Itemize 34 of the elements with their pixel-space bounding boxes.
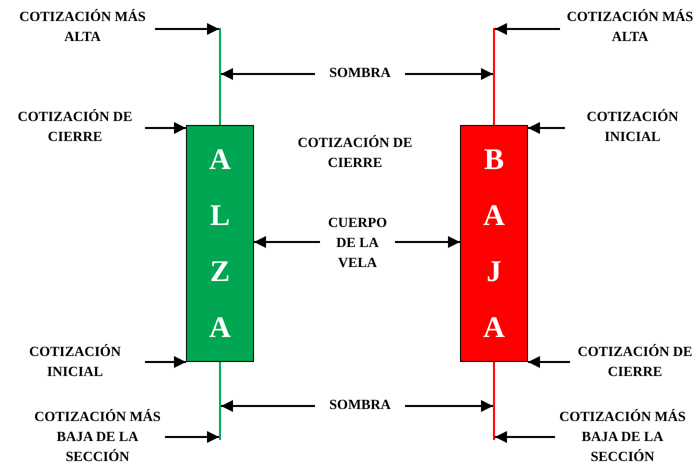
candle-body <box>460 125 528 362</box>
price-label: COTIZACIÓN MÁS BAJA DE LA SECCIÓN <box>555 408 690 466</box>
arrow <box>395 236 460 248</box>
price-label: COTIZACIÓN INICIAL <box>5 343 145 383</box>
arrow <box>145 122 186 134</box>
candle-wick <box>493 28 495 125</box>
price-label: COTIZACIÓN MÁS ALTA <box>560 8 700 50</box>
candle-wick <box>219 28 221 125</box>
arrow <box>254 236 320 248</box>
price-label: COTIZACIÓN INICIAL <box>565 108 700 148</box>
arrow <box>165 431 219 443</box>
candle-body <box>186 125 254 362</box>
arrow <box>495 23 560 35</box>
arrow <box>528 356 570 368</box>
arrow <box>221 68 315 80</box>
arrow <box>145 356 186 368</box>
arrow <box>405 400 493 412</box>
body-label: CUERPO DE LA VELA <box>320 214 395 276</box>
arrow <box>221 400 315 412</box>
price-label: COTIZACIÓN DE CIERRE <box>5 108 145 148</box>
candle-wick <box>493 362 495 440</box>
price-label: COTIZACIÓN DE CIERRE <box>570 343 700 383</box>
arrow <box>495 431 555 443</box>
arrow <box>405 68 493 80</box>
price-label: COTIZACIÓN MÁS ALTA <box>10 8 155 50</box>
candle-letters: ALZA <box>208 142 232 346</box>
shadow-label: SOMBRA <box>315 64 405 84</box>
shadow-label: SOMBRA <box>315 396 405 416</box>
candle-wick <box>219 362 221 440</box>
candle-letters: BAJA <box>482 142 506 346</box>
price-label: COTIZACIÓN DE CIERRE <box>296 134 414 173</box>
price-label: COTIZACIÓN MÁS BAJA DE LA SECCIÓN <box>30 408 165 466</box>
arrow <box>155 23 219 35</box>
arrow <box>528 122 565 134</box>
